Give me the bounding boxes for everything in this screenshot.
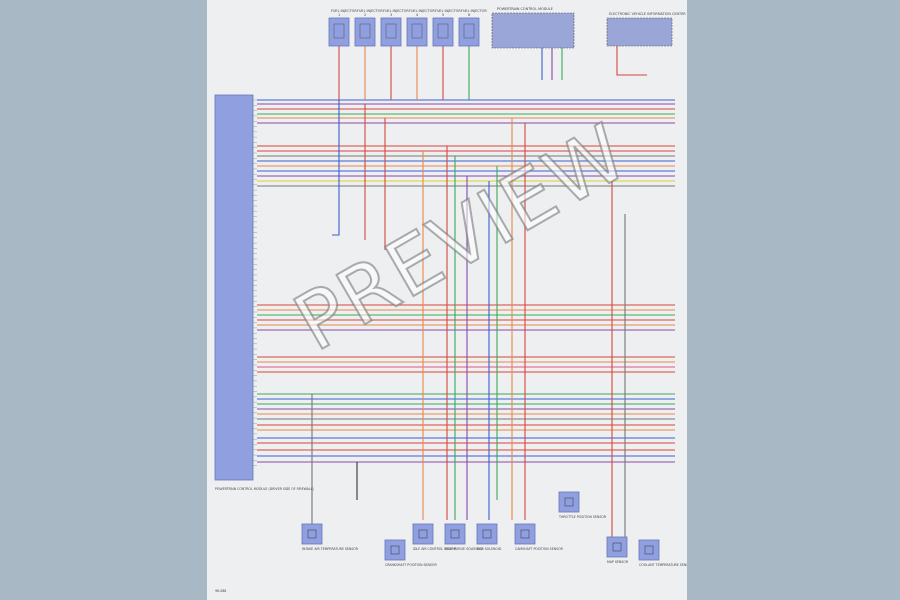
ecm-label: POWERTRAIN CONTROL MODULE (DRIVER SIDE O… xyxy=(215,487,314,491)
fuel-injector-num: 2 xyxy=(364,13,366,17)
bottom-component-label: INTAKE AIR TEMPERATURE SENSOR xyxy=(302,547,359,551)
sheet-number: 96-088 xyxy=(215,589,226,593)
pcm-top-box xyxy=(491,12,575,49)
bottom-component-label: EVAP PURGE SOLENOID xyxy=(445,547,483,551)
bottom-component-box xyxy=(384,539,406,561)
fuel-injector-box xyxy=(406,17,428,47)
bottom-component-label: IDLE AIR CONTROL MOTOR xyxy=(413,547,457,551)
fuel-injector-title: FUEL INJECTOR xyxy=(383,9,409,13)
bottom-component-box xyxy=(476,523,498,545)
ecm-connector-block xyxy=(214,94,254,481)
bottom-component-icon xyxy=(520,529,530,539)
fuel-injector-box xyxy=(432,17,454,47)
fuel-injector-num: 4 xyxy=(416,13,418,17)
wiring-diagram: POWERTRAIN CONTROL MODULE (DRIVER SIDE O… xyxy=(214,7,687,593)
fuel-injector-icon xyxy=(359,23,371,39)
fuel-injector-icon xyxy=(385,23,397,39)
bottom-component-icon xyxy=(482,529,492,539)
component-group: POWERTRAIN CONTROL MODULE (DRIVER SIDE O… xyxy=(214,7,687,593)
fuel-injector-num: 5 xyxy=(442,13,444,17)
bottom-component-box xyxy=(514,523,536,545)
fuel-injector-num: 6 xyxy=(468,13,470,17)
wire xyxy=(332,100,340,236)
pcm-top-title: POWERTRAIN CONTROL MODULE xyxy=(497,7,553,11)
fuel-injector-title: FUEL INJECTOR xyxy=(331,9,357,13)
fuel-injector-box xyxy=(380,17,402,47)
wire-group xyxy=(257,45,675,540)
fuel-injector-title: FUEL INJECTOR xyxy=(461,9,487,13)
diagram-sheet: POWERTRAIN CONTROL MODULE (DRIVER SIDE O… xyxy=(207,0,687,600)
bottom-component-label: EGR SOLENOID xyxy=(477,547,502,551)
fuel-injector-title: FUEL INJECTOR xyxy=(435,9,461,13)
bottom-component-label: MAP SENSOR xyxy=(607,560,629,564)
bottom-component-box xyxy=(301,523,323,545)
bottom-component-icon xyxy=(390,545,400,555)
bottom-component-box xyxy=(558,491,580,513)
fuel-injector-box xyxy=(328,17,350,47)
wire xyxy=(616,46,647,76)
bottom-component-icon xyxy=(418,529,428,539)
bottom-component-box xyxy=(606,536,628,558)
fuel-injector-title: FUEL INJECTOR xyxy=(409,9,435,13)
bottom-component-icon xyxy=(307,529,317,539)
bottom-component-label: THROTTLE POSITION SENSOR xyxy=(558,515,607,519)
fuel-injector-icon xyxy=(437,23,449,39)
bottom-component-box xyxy=(444,523,466,545)
fuel-injector-title: FUEL INJECTOR xyxy=(357,9,383,13)
fuel-injector-num: 3 xyxy=(390,13,392,17)
fuel-injector-icon xyxy=(411,23,423,39)
fuel-injector-box xyxy=(458,17,480,47)
fuel-injector-box xyxy=(354,17,376,47)
bottom-component-label: COOLANT TEMPERATURE SENSOR xyxy=(639,563,687,567)
bottom-component-icon xyxy=(644,545,654,555)
bottom-component-box xyxy=(638,539,660,561)
bottom-component-label: CRANKSHAFT POSITION SENSOR xyxy=(385,563,437,567)
fuel-injector-icon xyxy=(463,23,475,39)
fuel-injector-icon xyxy=(333,23,345,39)
bottom-component-icon xyxy=(450,529,460,539)
evic-top-title: ELECTRONIC VEHICLE INFORMATION CENTER xyxy=(609,12,686,16)
bottom-component-box xyxy=(412,523,434,545)
evic-top-box xyxy=(606,17,673,47)
bottom-component-icon xyxy=(564,497,574,507)
bottom-component-icon xyxy=(612,542,622,552)
bottom-component-label: CAMSHAFT POSITION SENSOR xyxy=(515,547,564,551)
fuel-injector-num: 1 xyxy=(338,13,340,17)
